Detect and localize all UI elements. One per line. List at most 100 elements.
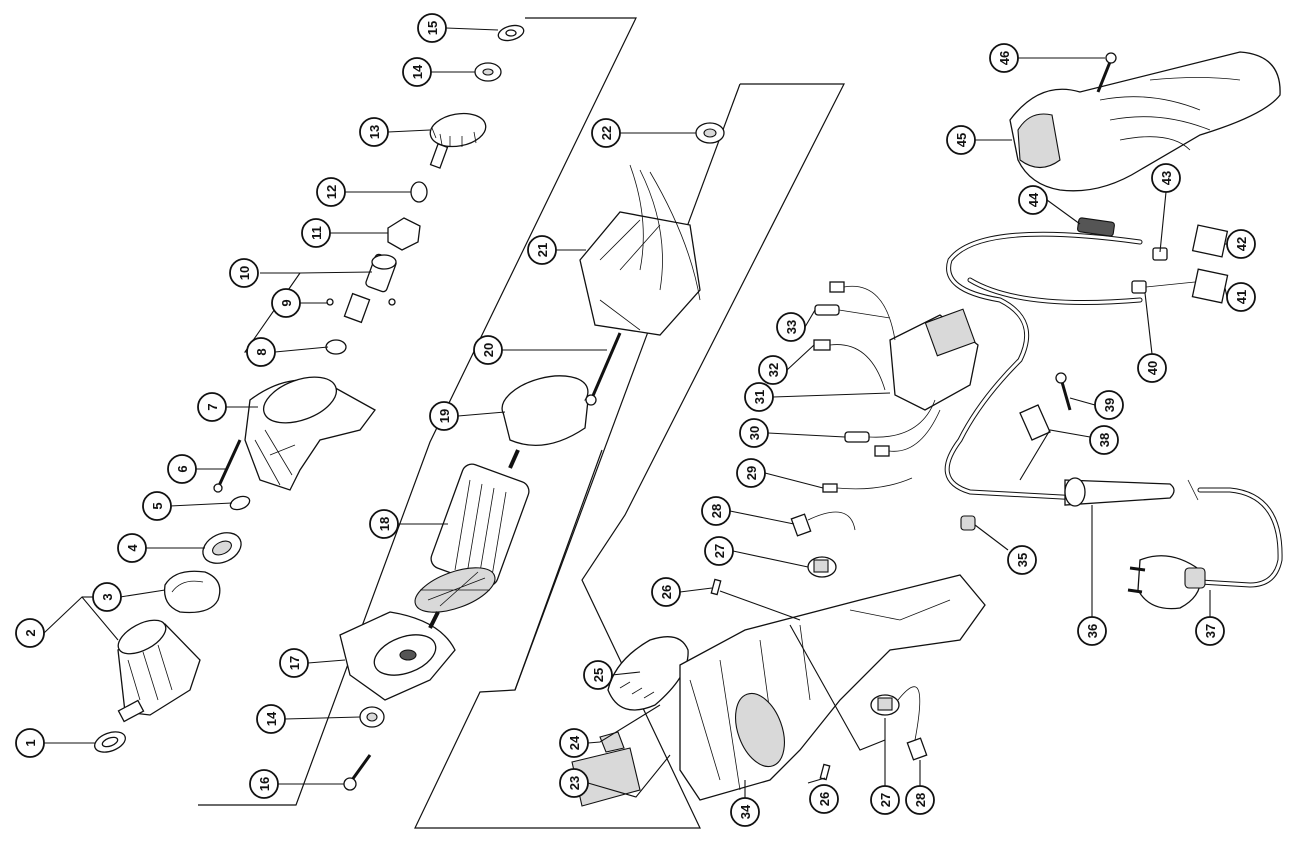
- svg-text:2: 2: [23, 629, 38, 636]
- callout-43: 43: [1151, 163, 1181, 193]
- callout-14-lower: 14: [256, 704, 286, 734]
- part-33-switch-lead: [814, 281, 896, 341]
- part-39-screw: [1055, 372, 1072, 411]
- svg-text:3: 3: [100, 593, 115, 600]
- callout-25: 25: [583, 660, 613, 690]
- part-41-connector: [1145, 268, 1229, 304]
- part-27-brush-holder-lower: [870, 694, 900, 716]
- part-28-brush-upper: [790, 511, 856, 537]
- part-11-nut: [387, 217, 421, 251]
- part-19-fan-baffle: [501, 375, 589, 446]
- svg-text:43: 43: [1159, 171, 1174, 185]
- svg-text:27: 27: [712, 544, 727, 558]
- svg-text:26: 26: [817, 792, 832, 806]
- part-35-cap: [960, 515, 976, 531]
- callout-26-lower: 26: [809, 784, 839, 814]
- part-38-clamp: [1019, 404, 1051, 441]
- callout-31: 31: [744, 382, 774, 412]
- callout-22: 22: [591, 118, 621, 148]
- part-36-cord-guard: [1064, 477, 1199, 507]
- svg-text:31: 31: [752, 390, 767, 404]
- motor-group-frame: [414, 83, 845, 829]
- callout-17: 17: [279, 648, 309, 678]
- callout-45: 45: [946, 125, 976, 155]
- callout-40: 40: [1137, 353, 1167, 383]
- gear-head-group-frame: [198, 17, 637, 806]
- callout-3: 3: [92, 582, 122, 612]
- callout-46: 46: [989, 43, 1019, 73]
- callout-24: 24: [559, 728, 589, 758]
- part-17-bearing-cover: [339, 611, 456, 701]
- part-34-motor-housing: [679, 574, 986, 801]
- callout-2: 2: [15, 618, 45, 648]
- part-25-cover: [607, 636, 689, 711]
- callout-34: 34: [730, 797, 760, 827]
- svg-text:34: 34: [738, 804, 753, 819]
- svg-text:46: 46: [997, 51, 1012, 65]
- svg-text:15: 15: [425, 21, 440, 35]
- callout-8: 8: [246, 337, 276, 367]
- internal-wiring: [944, 231, 1143, 501]
- svg-text:20: 20: [481, 343, 496, 357]
- svg-text:41: 41: [1234, 290, 1249, 304]
- part-40-terminal: [1131, 280, 1147, 294]
- part-31-switch: [889, 308, 979, 411]
- callout-28-lower: 28: [905, 785, 935, 815]
- svg-text:22: 22: [599, 126, 614, 140]
- svg-text:37: 37: [1203, 624, 1218, 638]
- callout-4: 4: [117, 533, 147, 563]
- svg-text:28: 28: [913, 793, 928, 807]
- part-26-clip-upper: [710, 578, 722, 596]
- svg-text:17: 17: [287, 656, 302, 670]
- svg-text:5: 5: [150, 502, 165, 509]
- part-10-spindle-assembly: [365, 253, 397, 293]
- callout-6: 6: [167, 454, 197, 484]
- svg-text:1: 1: [23, 739, 38, 746]
- svg-text:16: 16: [257, 777, 272, 791]
- callout-5: 5: [142, 491, 172, 521]
- part-7-gear-housing: [244, 376, 376, 491]
- part-12-washer: [410, 181, 428, 203]
- svg-text:21: 21: [535, 243, 550, 257]
- part-26-clip-lower: [819, 763, 831, 781]
- svg-text:6: 6: [175, 465, 190, 472]
- callout-12: 12: [316, 177, 346, 207]
- part-14-bearing-lower: [359, 706, 385, 728]
- part-44-plate: [1077, 217, 1115, 237]
- svg-text:33: 33: [784, 320, 799, 334]
- svg-text:10: 10: [237, 266, 252, 280]
- callout-41: 41: [1226, 282, 1256, 312]
- callout-26-upper: 26: [651, 577, 681, 607]
- svg-text:11: 11: [309, 226, 324, 240]
- svg-text:24: 24: [567, 735, 582, 750]
- svg-text:18: 18: [377, 517, 392, 531]
- svg-text:44: 44: [1026, 192, 1041, 207]
- callout-1: 1: [15, 728, 45, 758]
- part-42-connector: [1191, 224, 1229, 258]
- svg-text:40: 40: [1145, 361, 1160, 375]
- part-24-label: [599, 731, 625, 753]
- part-21-stator: [579, 164, 701, 336]
- svg-text:25: 25: [591, 668, 606, 682]
- part-3-spring-ring: [163, 570, 221, 614]
- svg-text:36: 36: [1085, 624, 1100, 638]
- callout-27-upper: 27: [704, 536, 734, 566]
- callout-44: 44: [1018, 185, 1048, 215]
- svg-text:8: 8: [254, 348, 269, 355]
- callout-23: 23: [559, 768, 589, 798]
- callout-15: 15: [417, 13, 447, 43]
- callout-37: 37: [1195, 616, 1225, 646]
- part-9-spindle: [326, 292, 396, 324]
- part-16-screw: [343, 754, 372, 791]
- part-2-housing-cover: [117, 619, 201, 723]
- callout-30: 30: [739, 418, 769, 448]
- callout-39: 39: [1094, 390, 1124, 420]
- callout-10: 10: [229, 258, 259, 288]
- part-22-bearing: [695, 122, 725, 144]
- callout-21: 21: [527, 235, 557, 265]
- callout-16: 16: [249, 769, 279, 799]
- svg-text:14: 14: [264, 711, 279, 726]
- svg-text:12: 12: [324, 185, 339, 199]
- callout-11: 11: [301, 218, 331, 248]
- part-32-switch-lead: [813, 339, 886, 391]
